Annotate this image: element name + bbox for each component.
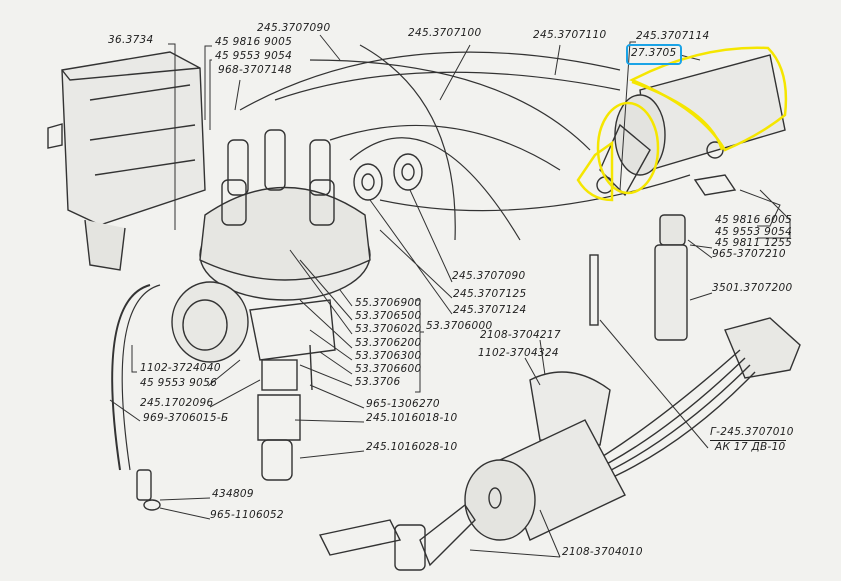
- label-dist-body: 53.3706: [355, 376, 401, 388]
- label-dist-part-600: 53.3706600: [355, 363, 422, 375]
- wires-drawing: [111, 44, 691, 471]
- label-coil-nut: 45 9816 6005: [715, 214, 793, 226]
- label-wire-110: 245.3707110: [533, 29, 607, 41]
- label-washer: 45 9553 9054: [215, 50, 293, 62]
- label-vacuum-unit: 1102-3724040: [140, 362, 221, 374]
- label-dist-cap: 55.3706900: [355, 297, 422, 309]
- label-dist-part-020: 53.3706020: [355, 323, 422, 335]
- ignition-module-drawing: [47, 51, 206, 271]
- label-wire-090-top: 245.3707090: [257, 22, 331, 34]
- label-harness-bottom: АК 17 ДВ-10: [710, 440, 786, 453]
- label-plug-boot: 3501.3707200: [712, 282, 793, 294]
- label-wire-125: 245.3707125: [453, 288, 527, 300]
- label-sensor-washer: 965-1106052: [210, 509, 284, 521]
- ignition-coil-drawing: [596, 54, 786, 197]
- label-wire-100: 245.3707100: [408, 27, 482, 39]
- spark-plug-drawing: [589, 214, 688, 341]
- label-wire-114: 245.3707114: [636, 30, 710, 42]
- label-vac-hose: 969-3706015-Б: [143, 412, 229, 424]
- label-ignition-module: 36.3734: [108, 34, 154, 46]
- label-gear: 245.1016018-10: [366, 412, 458, 424]
- label-shaft-bush: 245.1016028-10: [366, 441, 458, 453]
- label-cap-tip: 968-3707148: [218, 64, 292, 76]
- coil-highlight: [576, 46, 788, 202]
- label-distributor-assy: 53.3706000: [426, 320, 493, 332]
- label-plug-tip: 965-3707210: [712, 248, 786, 260]
- label-coil-washer-2: 45 9811 1255: [715, 237, 793, 249]
- distributor-drawing: [171, 129, 371, 481]
- label-dist-part-200: 53.3706200: [355, 337, 422, 349]
- label-lock-part: 1102-3704324: [478, 347, 559, 359]
- label-sensor: 434809: [212, 488, 254, 500]
- label-coil-washer: 45 9553 9054: [715, 226, 793, 238]
- label-harness-top: Г-245.3707010: [710, 426, 794, 438]
- label-rotor: 53.3706500: [355, 310, 422, 322]
- label-ignition-switch: 2108-3704010: [562, 546, 643, 558]
- selected-label-highlight: [626, 44, 682, 65]
- label-wire-124: 245.3707124: [453, 304, 527, 316]
- harness-drawing: [579, 317, 801, 486]
- label-vac-washer: 45 9553 9056: [140, 377, 218, 389]
- label-stud: 965-1306270: [366, 398, 440, 410]
- label-lock-ring: 2108-3704217: [480, 329, 561, 341]
- label-coil: 27.3705: [631, 47, 677, 59]
- label-dist-part-300: 53.3706300: [355, 350, 422, 362]
- ignition-switch-drawing: [318, 371, 626, 571]
- label-nut: 45 9816 9005: [215, 36, 293, 48]
- label-gasket: 245.1702096: [140, 397, 214, 409]
- leader-lines: [109, 34, 791, 558]
- label-wire-090-mid: 245.3707090: [452, 270, 526, 282]
